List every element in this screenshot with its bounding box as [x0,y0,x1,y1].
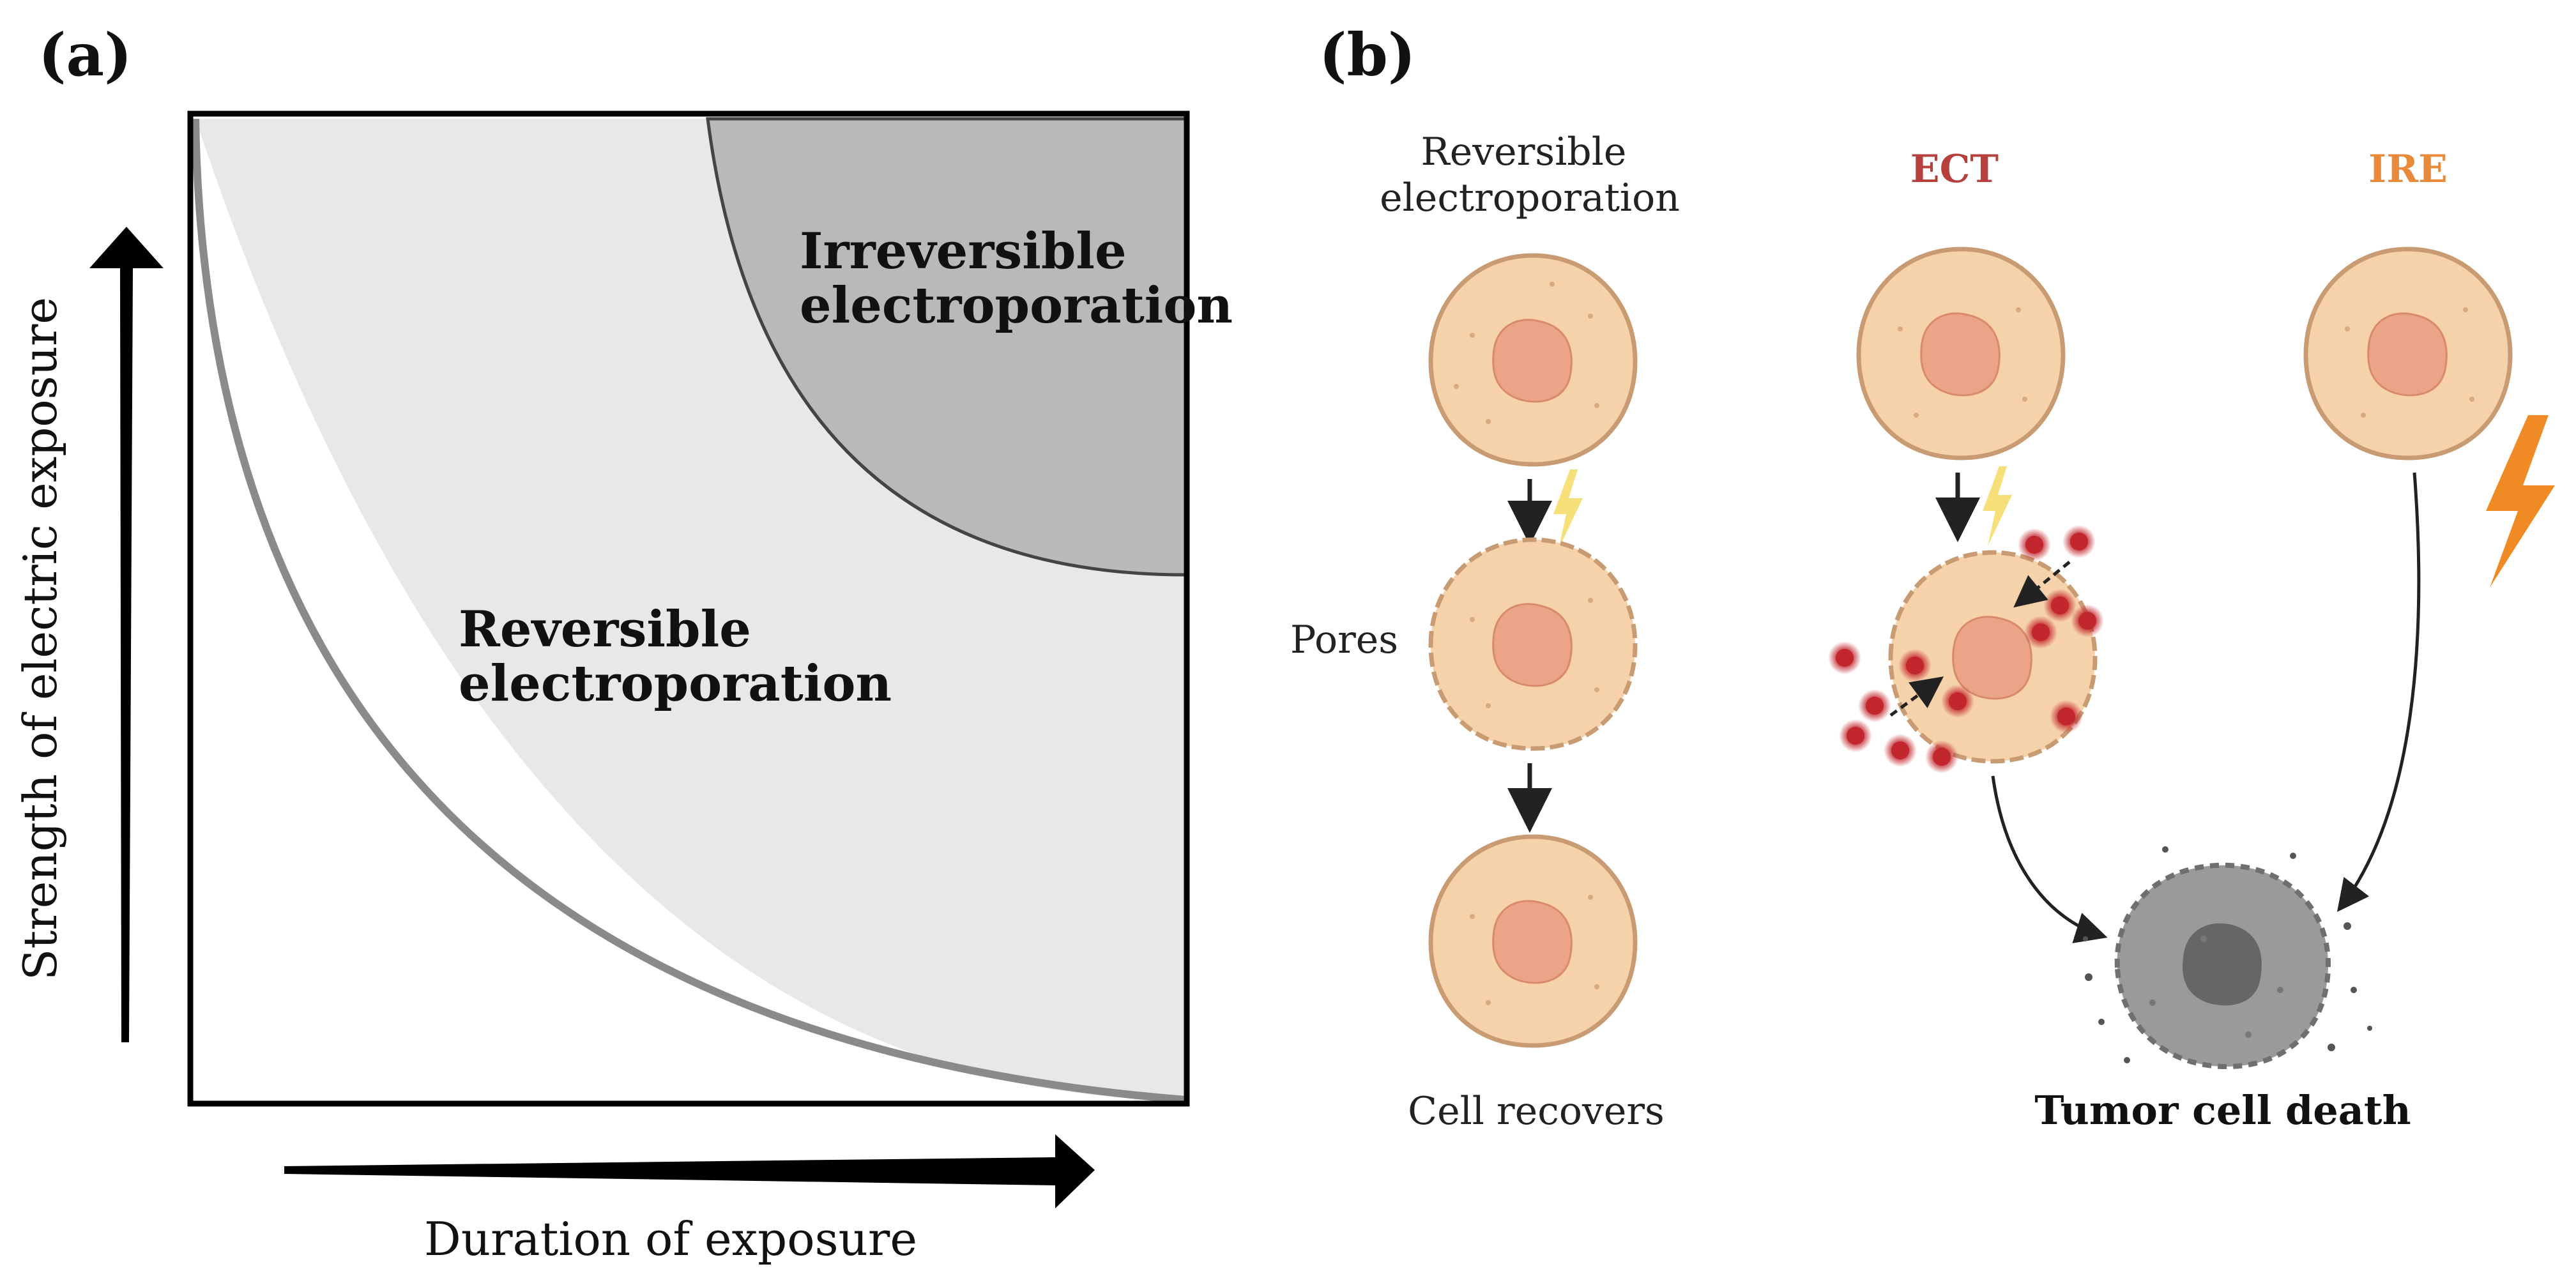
cell-reversible-pores [1428,537,1638,751]
irreversible-label-line1: Irreversible [800,222,1127,280]
header-ire: IRE [2368,147,2448,192]
cell-reversible-recovered [1428,834,1638,1048]
small-bolt-icon-1 [1553,469,1583,549]
dashed-arrow-in-2 [1889,676,1944,717]
label-pores: Pores [1290,618,1398,662]
y-axis-arrow-icon [89,227,164,1042]
y-axis-label: Strength of electric exposure [13,297,67,980]
header-ect: ECT [1910,147,1999,192]
dashed-arrow-in-1 [2013,561,2071,608]
header-reversible: Reversible electroporation [1380,130,1680,220]
panel-a-label: (a) [38,20,132,89]
chart-frame [187,110,1190,1107]
curved-arrow-ire [2336,472,2421,912]
cell-reversible-intact [1428,253,1638,467]
irreversible-label-line2: electroporation [800,277,1233,335]
panel-b-label: (b) [1319,20,1415,89]
irreversible-label: Irreversible electroporation [800,222,1233,335]
label-cell-recovers: Cell recovers [1408,1089,1665,1134]
large-bolt-icon [2486,415,2555,588]
label-tumor-cell-death: Tumor cell death [2034,1087,2411,1134]
drug-molecules [1828,525,2104,773]
cell-ire-intact [2303,247,2513,460]
reversible-label: Reversible electroporation [459,600,892,713]
header-reversible-line1: Reversible [1421,130,1627,174]
cell-ect-intact [1856,247,2066,460]
header-reversible-line2: electroporation [1380,176,1680,220]
reversible-label-line1: Reversible [459,600,751,658]
irreversible-region [706,117,1187,577]
tumor-cell-dead [2083,846,2372,1070]
x-axis-label: Duration of exposure [424,1212,917,1266]
reversible-boundary-curve [192,118,1186,1104]
reversible-label-line2: electroporation [459,655,892,713]
small-bolt-icon-2 [1983,466,2012,546]
panel-a: (a) Irreversible electroporation Reversi… [13,20,1233,1266]
x-axis-arrow-icon [284,1134,1095,1208]
panel-b: (b) Reversible electroporation ECT IRE P… [1290,20,2555,1134]
curved-arrow-ect [1991,775,2108,943]
